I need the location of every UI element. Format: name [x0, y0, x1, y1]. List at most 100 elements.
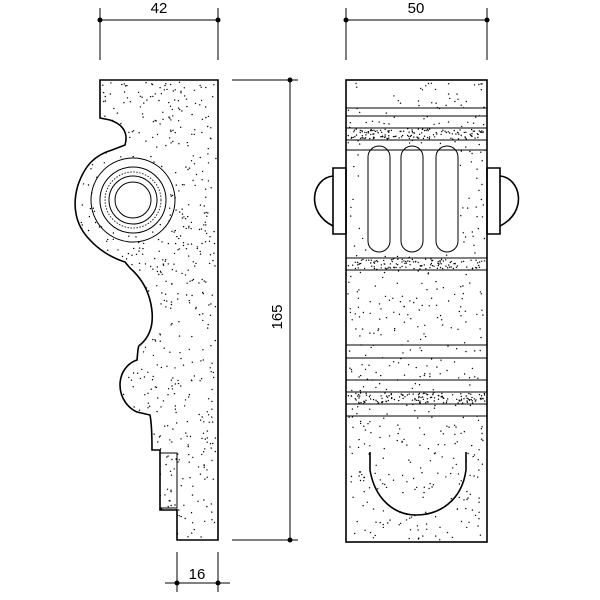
stipple-dot	[478, 518, 480, 520]
stipple-dot	[177, 298, 179, 300]
stipple-dot	[204, 230, 206, 232]
stipple-dot	[349, 308, 351, 310]
stipple-dot	[430, 358, 433, 360]
stipple-dot	[405, 266, 407, 268]
stipple-dot	[482, 204, 484, 206]
base-insert	[159, 452, 178, 509]
stipple-dot	[204, 448, 206, 450]
stipple-dot	[458, 399, 460, 401]
stipple-dot	[381, 131, 383, 133]
stipple-dot	[158, 273, 160, 276]
stipple-dot	[426, 528, 428, 530]
stipple-dot	[187, 243, 189, 245]
stipple-dot	[401, 265, 403, 268]
stipple-dot	[153, 161, 155, 163]
stipple-dot	[176, 514, 179, 516]
stipple-dot	[480, 131, 482, 133]
stipple-dot	[472, 122, 475, 124]
stipple-dot	[206, 430, 209, 432]
stipple-dot	[181, 272, 183, 275]
stipple-dot	[392, 258, 394, 261]
stipple-dot	[466, 400, 468, 402]
stipple-dot	[156, 266, 158, 268]
stipple-dot	[179, 235, 182, 237]
stipple-dot	[185, 166, 187, 168]
stipple-dot	[171, 268, 174, 271]
stipple-dot	[170, 301, 173, 303]
stipple-dot	[418, 392, 421, 395]
stipple-dot	[361, 328, 364, 330]
stipple-dot	[123, 102, 125, 104]
stipple-dot	[375, 464, 377, 466]
dimension-base-depth: 16	[165, 552, 230, 592]
stipple-dot	[87, 229, 90, 232]
stipple-dot	[478, 449, 480, 451]
stipple-dot	[388, 130, 390, 132]
stipple-dot	[374, 534, 376, 537]
stipple-dot	[177, 120, 180, 122]
stipple-dot	[210, 503, 212, 505]
stipple-dot	[406, 444, 408, 446]
stipple-dot	[474, 137, 476, 139]
stipple-dot	[460, 393, 462, 395]
stipple-dot	[363, 490, 365, 493]
stipple-dot	[389, 365, 391, 367]
stipple-dot	[423, 264, 425, 266]
stipple-dot	[188, 302, 191, 304]
stipple-dot	[180, 357, 182, 360]
stipple-dot	[184, 274, 187, 276]
stipple-dot	[475, 206, 477, 208]
stipple-dot	[461, 402, 464, 404]
stipple-dot	[445, 131, 448, 134]
stipple-dot	[426, 398, 429, 400]
stipple-dot	[435, 535, 437, 537]
stipple-dot	[364, 354, 367, 357]
stipple-dot	[350, 206, 352, 209]
stipple-dot	[160, 303, 162, 305]
stipple-dot	[211, 294, 213, 296]
stipple-dot	[451, 394, 454, 396]
stipple-dot	[351, 416, 354, 418]
stipple-dot	[156, 364, 158, 366]
stipple-dot	[473, 244, 475, 246]
stipple-dot	[481, 130, 483, 132]
stipple-dot	[357, 394, 360, 396]
stipple-dot	[204, 221, 206, 223]
stipple-dot	[204, 478, 206, 480]
stipple-dot	[383, 259, 385, 262]
stipple-dot	[156, 410, 158, 413]
stipple-dot	[428, 305, 430, 307]
stipple-dot	[478, 130, 480, 132]
stipple-dot	[385, 400, 387, 403]
stipple-dot	[440, 319, 443, 321]
stipple-dot	[126, 97, 129, 99]
stipple-dot	[165, 463, 167, 466]
stipple-dot	[142, 351, 145, 353]
stipple-dot	[191, 294, 193, 297]
stipple-dot	[170, 83, 172, 86]
stipple-dot	[206, 441, 208, 443]
stipple-dot	[476, 216, 478, 218]
stipple-dot	[478, 115, 481, 117]
stipple-dot	[448, 426, 450, 428]
stipple-dot	[474, 400, 477, 402]
stipple-dot	[398, 137, 400, 139]
stipple-dot	[154, 119, 156, 122]
stipple-dot	[449, 97, 451, 100]
stipple-dot	[188, 461, 190, 463]
stipple-dot	[199, 156, 201, 159]
stipple-dot	[162, 118, 164, 121]
stipple-dot	[159, 224, 161, 226]
stipple-dot	[383, 136, 386, 138]
stipple-dot	[347, 134, 349, 137]
stipple-dot	[399, 511, 401, 513]
stipple-dot	[365, 259, 367, 261]
stipple-dot	[417, 529, 419, 531]
stipple-dot	[367, 423, 369, 425]
stipple-dot	[364, 529, 366, 531]
stipple-dot	[162, 264, 165, 266]
stipple-dot	[201, 170, 204, 173]
stipple-dot	[365, 399, 367, 401]
stipple-dot	[207, 162, 210, 164]
stipple-dot	[373, 129, 375, 131]
